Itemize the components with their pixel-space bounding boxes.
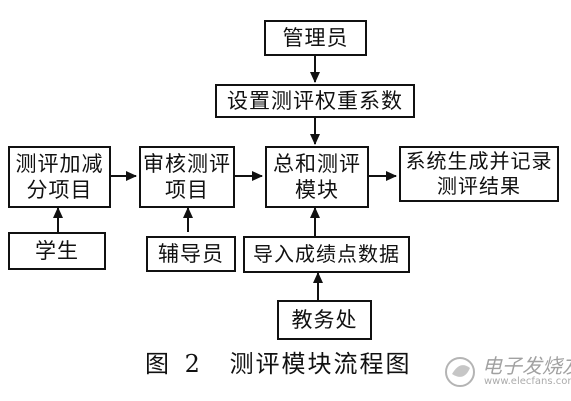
node-total-module: 总和测评 模块 bbox=[265, 146, 369, 208]
caption-number: 2 bbox=[184, 350, 202, 378]
watermark-logo-icon bbox=[445, 357, 475, 387]
figure-caption: 图 2 测评模块流程图 bbox=[145, 344, 412, 379]
watermark-url: www.elecfans.com bbox=[484, 376, 571, 387]
node-set-weights: 设置测评权重系数 bbox=[215, 84, 415, 118]
node-review-items: 审核测评 项目 bbox=[139, 146, 235, 208]
node-academic-office: 教务处 bbox=[277, 300, 372, 340]
node-import-grades: 导入成绩点数据 bbox=[243, 236, 410, 273]
node-record-results: 系统生成并记录 测评结果 bbox=[399, 146, 559, 202]
node-student: 学生 bbox=[8, 232, 106, 270]
caption-title: 测评模块流程图 bbox=[229, 350, 412, 378]
node-admin: 管理员 bbox=[264, 20, 367, 56]
watermark-text: 电子发烧友 bbox=[482, 354, 571, 378]
watermark: 电子发烧友 www.elecfans.com bbox=[440, 352, 571, 392]
node-counselor: 辅导员 bbox=[146, 236, 236, 272]
node-bonus-items: 测评加减 分项目 bbox=[8, 146, 111, 208]
caption-label: 图 bbox=[145, 350, 171, 378]
